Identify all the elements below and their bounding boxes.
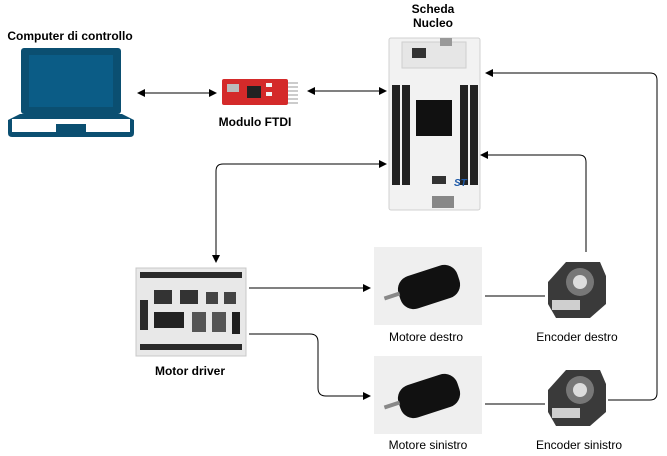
- laptop-icon: [8, 48, 134, 137]
- encoder-right-nucleo-link: [480, 151, 587, 252]
- motor-left-icon: [374, 356, 482, 434]
- encoder-right-icon: [548, 262, 606, 318]
- motor-driver-label: Motor driver: [154, 364, 225, 378]
- encoder-left-nucleo-link: [485, 69, 658, 401]
- encoder-left-icon: [548, 370, 606, 426]
- motor-right-label: Motore destro: [388, 330, 464, 344]
- driver-motor-left-link: [249, 333, 371, 400]
- encoder-right-label: Encoder destro: [536, 330, 618, 344]
- motor-driver-board-icon: [135, 267, 247, 357]
- nucleo-label-line1: Scheda: [411, 2, 455, 16]
- motor-left-label: Motore sinistro: [388, 438, 468, 452]
- motor-right-icon: [374, 247, 482, 325]
- ftdi-board-icon: [222, 79, 298, 105]
- nucleo-board-icon: ST: [388, 37, 481, 211]
- encoder-left-label: Encoder sinistro: [535, 438, 623, 452]
- nucleo-driver-link: [212, 160, 387, 263]
- computer-label: Computer di controllo: [7, 29, 133, 43]
- connections: [137, 69, 658, 405]
- ftdi-label: Modulo FTDI: [218, 115, 292, 129]
- nucleo-label-line2: Nucleo: [412, 16, 453, 30]
- svg-text:ST: ST: [454, 178, 468, 189]
